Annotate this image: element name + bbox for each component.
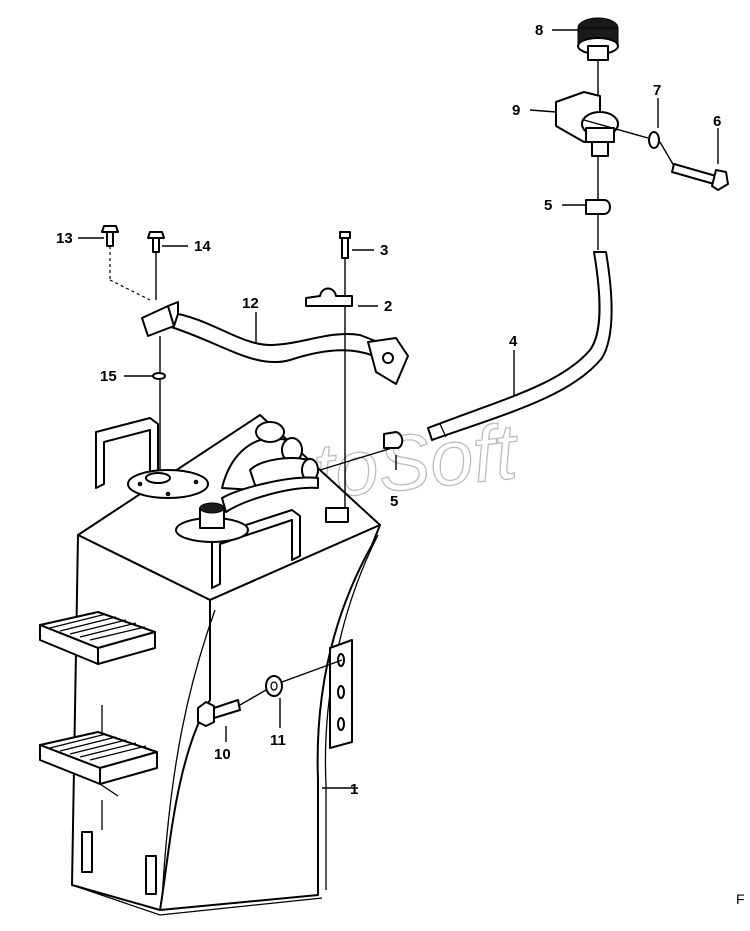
- callout-11: 11: [270, 732, 286, 749]
- callout-5-upper: 5: [544, 197, 552, 214]
- breather-elbow: [221, 421, 319, 513]
- callout-10: 10: [214, 746, 231, 763]
- bolt-14: [147, 231, 165, 253]
- callout-3: 3: [380, 242, 388, 259]
- hose-4: [427, 251, 613, 441]
- filler-neck-9: [555, 91, 619, 157]
- callout-numbers: 1 2 3 4 5 5 6 7 8 9 10 11 12 13 14 15: [56, 22, 721, 798]
- clamp-5-lower: [383, 431, 404, 449]
- callout-15: 15: [100, 368, 117, 385]
- mounting-bracket: [329, 639, 353, 749]
- callout-5-lower: 5: [390, 493, 398, 510]
- bolt-13: [101, 225, 119, 247]
- washer-11: [265, 675, 283, 697]
- lower-step: [39, 731, 158, 797]
- callout-4: 4: [509, 333, 518, 350]
- support-block: [325, 507, 349, 523]
- corner-label: F: [736, 891, 745, 907]
- washer-7: [648, 131, 660, 149]
- callout-7: 7: [653, 82, 661, 99]
- callout-13: 13: [56, 230, 73, 247]
- callout-1: 1: [350, 781, 358, 798]
- screw-3: [339, 231, 351, 259]
- callout-8: 8: [535, 22, 543, 39]
- callout-6: 6: [713, 113, 721, 130]
- bolt-6: [671, 163, 729, 191]
- callout-2: 2: [384, 298, 392, 315]
- callout-14: 14: [194, 238, 211, 255]
- clamp-2: [305, 287, 353, 307]
- washer-15: [152, 372, 166, 380]
- bolt-10: [197, 699, 241, 727]
- sender-flange: [127, 469, 209, 499]
- assembly-lines: [78, 29, 719, 789]
- filler-flange: [175, 502, 249, 543]
- callout-9: 9: [512, 102, 520, 119]
- upper-step: [39, 611, 156, 665]
- clamp-5-upper: [585, 199, 611, 215]
- cap-8: [577, 17, 619, 61]
- pipe-12: [141, 301, 409, 385]
- callout-12: 12: [242, 295, 259, 312]
